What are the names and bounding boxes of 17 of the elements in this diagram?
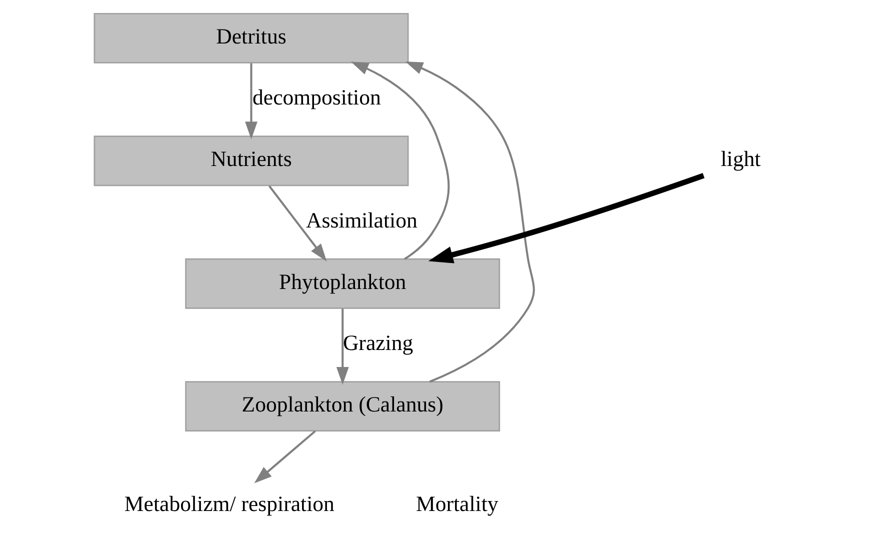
arrow <box>244 63 257 140</box>
edge-label: decomposition <box>252 86 380 110</box>
node-text: Metabolizm/ respiration <box>124 492 334 516</box>
edge-label: Assimilation <box>305 208 417 232</box>
arrow <box>404 61 534 383</box>
arrow <box>268 185 326 262</box>
node-text: light <box>720 147 760 172</box>
arrow <box>428 172 704 264</box>
arrow <box>254 430 316 484</box>
arrow <box>350 62 450 260</box>
label: Mortality <box>415 492 498 516</box>
node-box: Detritus <box>93 12 408 64</box>
node-box: Nutrients <box>93 136 408 186</box>
node-box: Phytoplankton <box>184 258 500 309</box>
arrow <box>336 308 348 385</box>
node-box: Zooplankton (Calanus) <box>184 381 500 432</box>
edge-label: Grazing <box>342 331 413 356</box>
